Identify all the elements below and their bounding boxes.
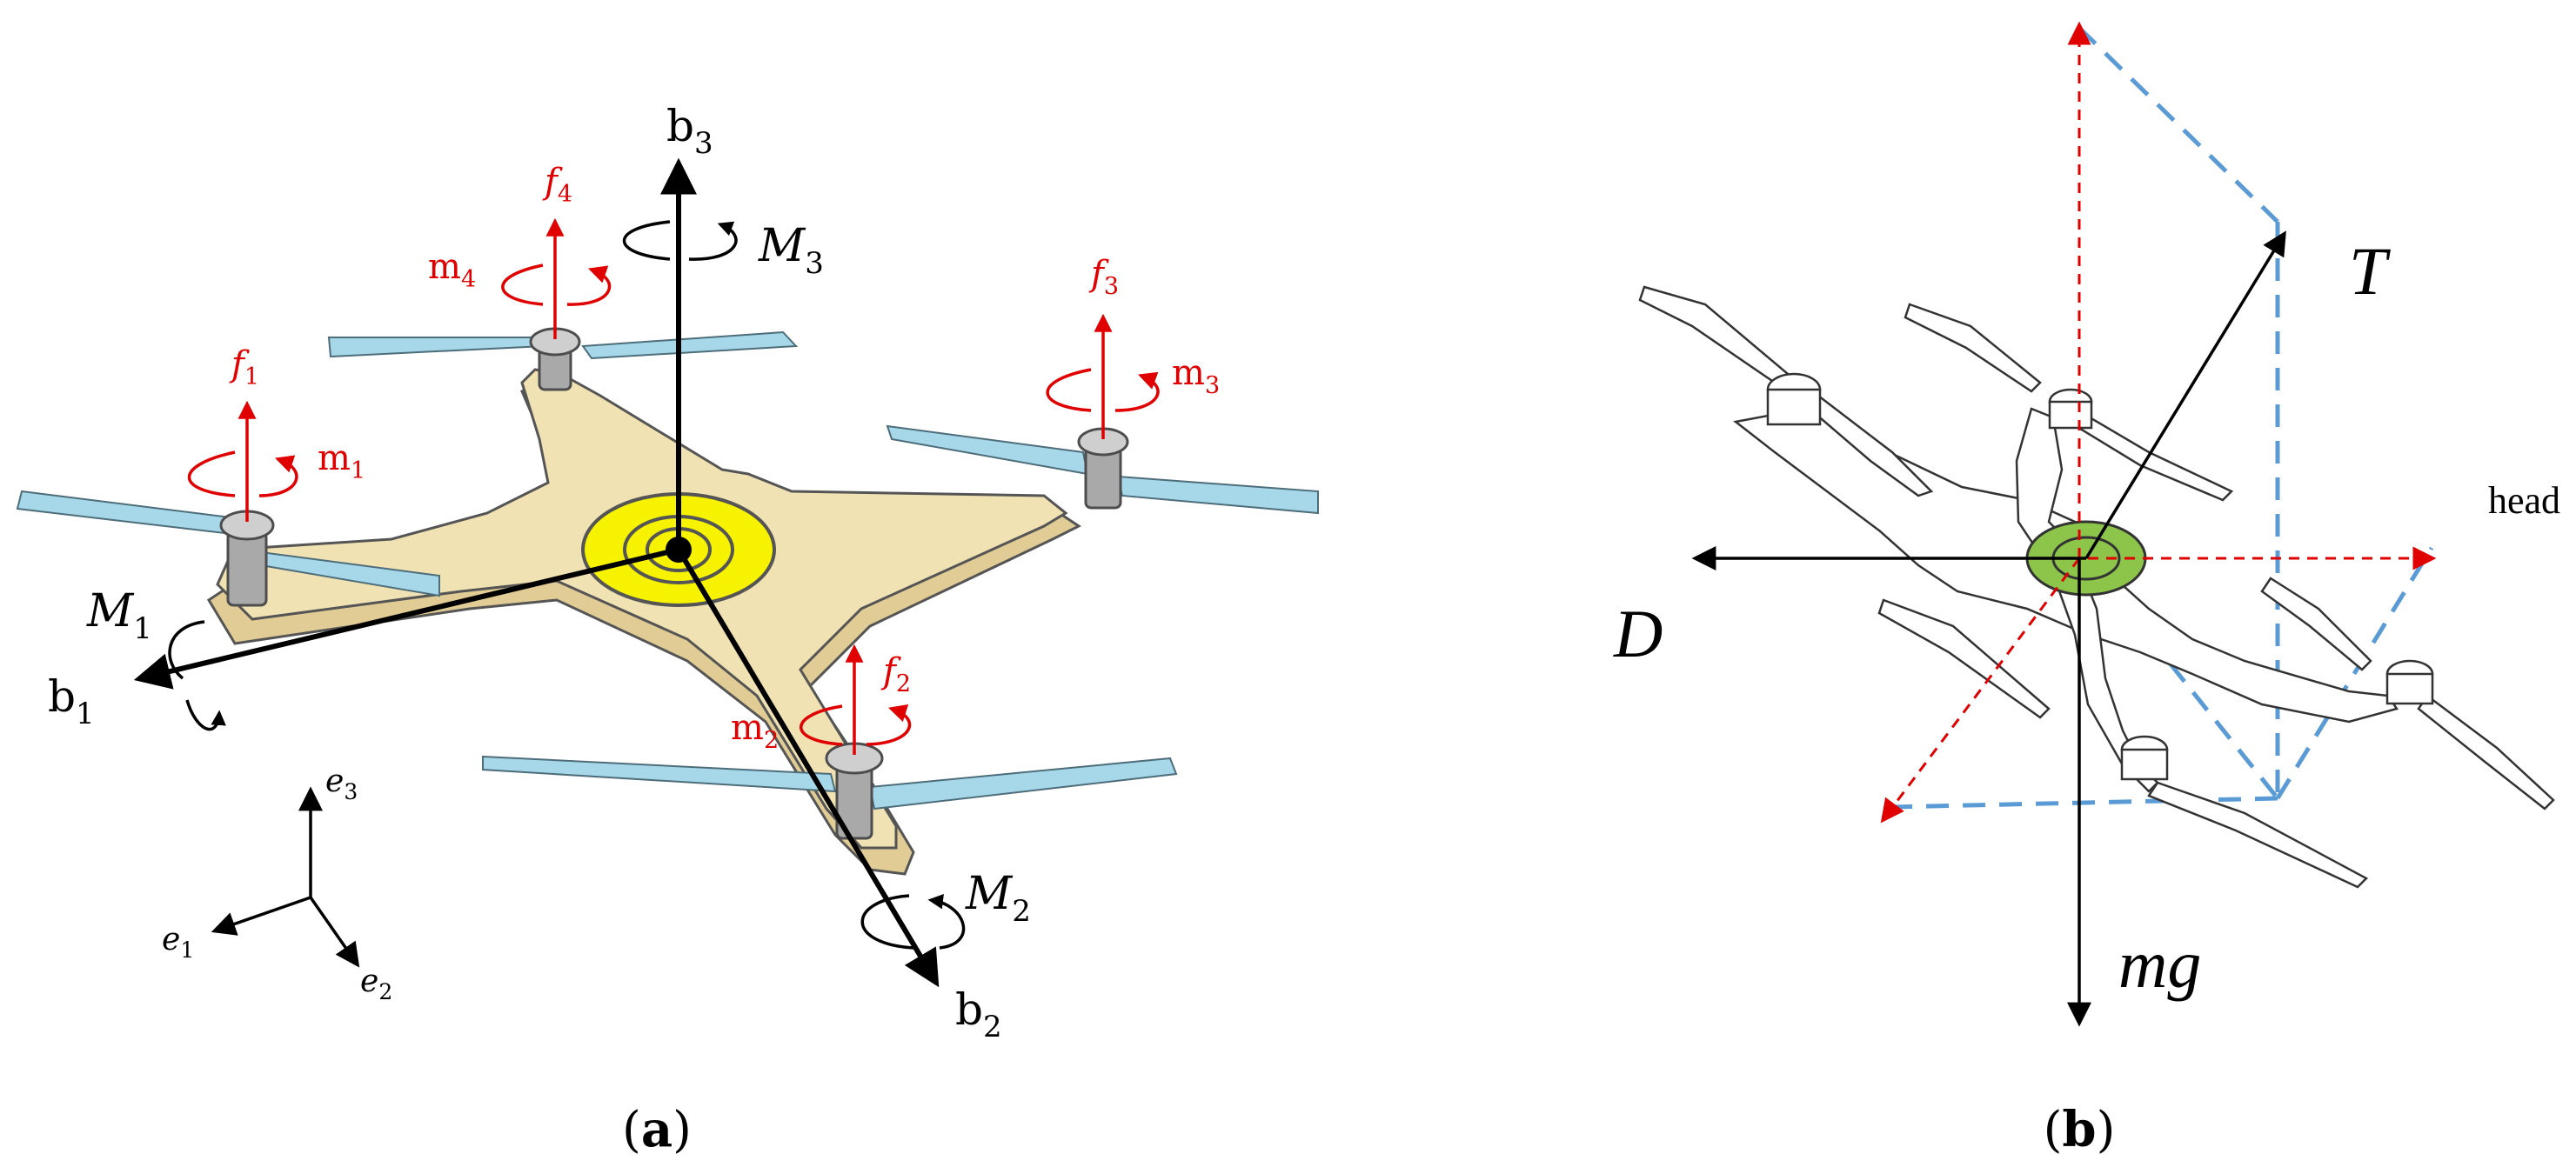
rotor-moment-loop-2: [800, 706, 912, 746]
label-M3: M3: [758, 220, 824, 281]
rotor-moment-loop-3: [1046, 370, 1160, 412]
label-head: head: [2488, 479, 2560, 522]
caption-a: (a): [622, 1101, 692, 1158]
front-blades: [16, 490, 1178, 810]
blue-dashed-frame: [1891, 26, 2434, 810]
label-drag: D: [1613, 596, 1663, 671]
motor-4: [529, 327, 581, 391]
label-b1: b1: [48, 671, 95, 731]
label-f1: f1: [229, 344, 259, 390]
thrust-arrow: [2084, 230, 2286, 559]
label-e1: e1: [162, 922, 194, 963]
axis-e1: [211, 896, 311, 936]
label-m2: m2: [731, 708, 779, 754]
axis-b2: [676, 548, 940, 988]
motor-1: [219, 510, 275, 607]
label-e2: e2: [360, 964, 392, 1004]
panel-a: b3 b1 b2 M3 M1 M2 f1 f4 f3 f2 m1 m4 m3 m…: [16, 101, 1319, 1158]
rear-blades: [327, 330, 1319, 515]
caption-b: (b): [2044, 1101, 2116, 1158]
label-m4: m4: [428, 247, 476, 293]
label-m1: m1: [318, 438, 365, 484]
label-m3: m3: [1172, 353, 1220, 399]
label-e3: e3: [325, 764, 358, 804]
inertial-frame: [211, 786, 360, 968]
label-f2: f2: [880, 651, 911, 697]
axis-e2: [309, 896, 360, 968]
moment-loop-M3: [622, 222, 738, 261]
prop-blades-b: [1638, 285, 2555, 889]
label-f3: f3: [1088, 254, 1119, 300]
motors-b: [1766, 372, 2434, 781]
label-b2: b2: [955, 984, 1002, 1044]
label-thrust: T: [2349, 233, 2391, 309]
motor-3: [1077, 427, 1129, 510]
axis-b1: [133, 547, 679, 690]
label-M2: M2: [965, 868, 1031, 929]
moment-loop-M1: [168, 620, 219, 731]
moment-loop-M2: [860, 896, 966, 950]
label-weight: mg: [2118, 926, 2201, 1002]
panel-b: T D mg head (b): [1613, 21, 2560, 1158]
label-b3: b3: [666, 101, 713, 161]
rotor-moment-loop-4: [501, 265, 612, 306]
quad-frame: [216, 368, 1068, 850]
label-f4: f4: [542, 162, 572, 208]
rotor-moment-loop-1: [187, 452, 298, 497]
label-M1: M1: [86, 585, 152, 646]
